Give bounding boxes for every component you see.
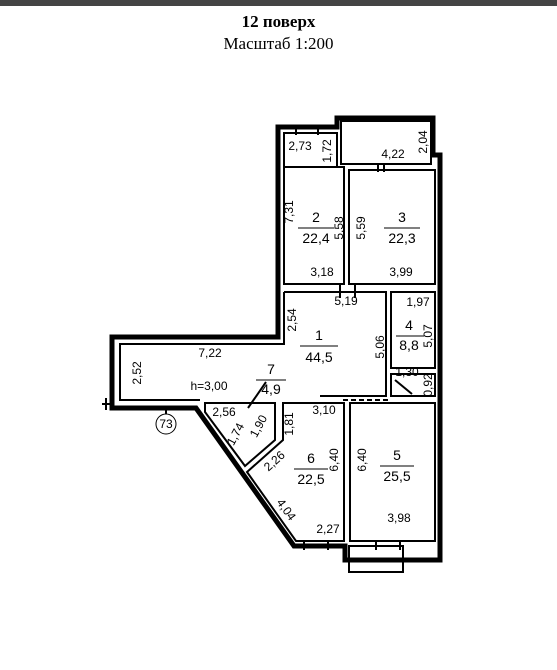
room-6-number: 6 (307, 450, 315, 466)
room-4-area: 8,8 (399, 337, 419, 353)
room-3-outline (348, 169, 436, 285)
dim-room6-bottom: 2,27 (316, 522, 340, 536)
room-1-outline (119, 291, 387, 401)
room-4-number: 4 (405, 317, 413, 333)
label-underlines (256, 227, 424, 470)
balcony-right (340, 120, 432, 165)
room-1-number: 1 (315, 327, 323, 343)
room-2-outline (283, 166, 345, 285)
dim-hall-length: 7,22 (198, 346, 222, 360)
dim-closet-width: 1,30 (395, 365, 419, 379)
dim-room4-width: 1,97 (406, 295, 430, 309)
dim-room5-bottom: 3,98 (387, 511, 411, 525)
dim-balcony-right-width: 4,22 (381, 147, 405, 161)
room-5-number: 5 (393, 447, 401, 463)
dim-room6-side: 1,81 (282, 412, 296, 436)
dim-room7-width: 2,56 (212, 405, 236, 419)
dim-room3-width: 3,99 (389, 265, 413, 279)
dim-balcony-left-depth: 1,72 (320, 139, 334, 163)
closet-diag (394, 379, 413, 395)
dim-room7-diag2: 1,90 (247, 412, 270, 439)
dim-room2-height: 7,31 (282, 200, 296, 224)
room-1-area: 44,5 (305, 349, 332, 365)
dim-room2-inner-height: 5,58 (332, 216, 346, 240)
dim-balcony-left-width: 2,73 (288, 139, 312, 153)
dim-balcony-right-depth: 2,04 (416, 130, 430, 154)
room-6-outline (245, 402, 345, 542)
dim-closet-height: 0,92 (421, 373, 435, 397)
dim-corridor-width: 5,19 (334, 294, 358, 308)
room-7-leader (247, 381, 267, 409)
top-bar (0, 0, 557, 6)
dim-room6-height: 6,40 (327, 448, 341, 472)
dim-room4-height: 5,07 (421, 324, 435, 348)
outer-walls (109, 115, 443, 563)
dim-room2-width: 3,18 (310, 265, 334, 279)
room-6-area: 22,5 (297, 471, 324, 487)
room-7-area: 4,9 (261, 381, 281, 397)
scale-label: Масштаб 1:200 (223, 34, 334, 53)
room-3-number: 3 (398, 209, 406, 225)
dim-room6-top: 3,10 (312, 403, 336, 417)
dim-hall-end: 2,52 (130, 361, 144, 385)
room-5-outline (349, 402, 436, 542)
dim-room7-diag1: 1,74 (224, 420, 247, 447)
outer-outline (109, 115, 443, 563)
room-2-area: 22,4 (302, 230, 329, 246)
dim-room3-inner-height: 5,59 (354, 216, 368, 240)
closet-outline (390, 373, 436, 397)
dim-room5-height: 6,40 (355, 448, 369, 472)
dim-hall-mid-height: 5,06 (373, 335, 387, 359)
room-5-area: 25,5 (383, 468, 410, 484)
dim-hall-left-height: 2,54 (285, 308, 299, 332)
floor-title: 12 поверх (241, 12, 316, 31)
room-4-outline (390, 291, 436, 369)
axis-marker-label: 73 (159, 417, 173, 431)
inner-walls (102, 120, 436, 573)
ceiling-height: h=3,00 (190, 379, 227, 393)
room-3-area: 22,3 (388, 230, 415, 246)
room-7-number: 7 (267, 361, 275, 377)
room-2-number: 2 (312, 209, 320, 225)
axis-marker-circle (155, 413, 177, 435)
dim-room6-diag: 2,26 (261, 448, 288, 474)
room-7-outline (204, 402, 276, 468)
